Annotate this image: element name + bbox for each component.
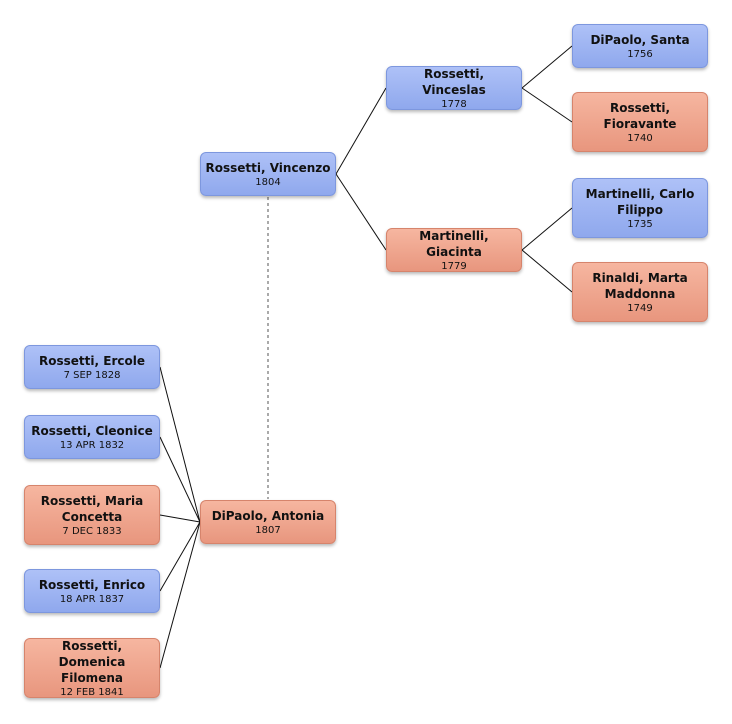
parent-link-line: [521, 207, 573, 251]
person-dipaolo-santa[interactable]: DiPaolo, Santa 1756: [572, 24, 708, 68]
person-name: Rossetti, Enrico: [38, 577, 146, 592]
person-name: Rossetti, Fioravante: [603, 100, 677, 131]
person-rossetti-fioravante[interactable]: Rossetti, Fioravante 1740: [572, 92, 708, 152]
person-date: 1735: [627, 218, 653, 230]
person-rossetti-ercole[interactable]: Rossetti, Ercole 7 SEP 1828: [24, 345, 160, 389]
person-date: 1749: [627, 302, 653, 314]
person-date: 1779: [441, 260, 467, 272]
person-rossetti-enrico[interactable]: Rossetti, Enrico 18 APR 1837: [24, 569, 160, 613]
person-date: 1804: [255, 176, 281, 188]
person-name: Martinelli, Giacinta: [419, 228, 489, 259]
person-date: 7 DEC 1833: [62, 525, 122, 537]
person-dipaolo-antonia[interactable]: DiPaolo, Antonia 1807: [200, 500, 336, 544]
person-name: Rossetti, Ercole: [39, 353, 145, 368]
child-link-line: [159, 436, 201, 523]
person-name: DiPaolo, Antonia: [211, 508, 325, 523]
child-link-line: [159, 366, 201, 523]
child-link-line: [159, 514, 201, 523]
child-link-line: [159, 521, 201, 669]
parent-link-line: [521, 249, 573, 293]
person-date: 1807: [255, 524, 281, 536]
person-name: Rossetti, Maria Concetta: [40, 493, 144, 524]
person-date: 12 FEB 1841: [60, 686, 124, 698]
person-martinelli-carlo-filippo[interactable]: Martinelli, Carlo Filippo 1735: [572, 178, 708, 238]
person-date: 1756: [627, 48, 653, 60]
person-name: Rossetti, Vinceslas: [422, 66, 486, 97]
person-date: 13 APR 1832: [59, 439, 125, 451]
person-name: Rossetti, Cleonice: [31, 423, 153, 438]
person-rossetti-vincenzo[interactable]: Rossetti, Vincenzo 1804: [200, 152, 336, 196]
person-rossetti-domenica-filomena[interactable]: Rossetti, Domenica Filomena 12 FEB 1841: [24, 638, 160, 698]
person-rossetti-cleonice[interactable]: Rossetti, Cleonice 13 APR 1832: [24, 415, 160, 459]
parent-link-line: [521, 45, 573, 89]
child-link-line: [159, 521, 201, 592]
person-martinelli-giacinta[interactable]: Martinelli, Giacinta 1779: [386, 228, 522, 272]
parent-link-line: [521, 87, 573, 123]
person-date: 7 SEP 1828: [63, 369, 121, 381]
person-name: Rossetti, Domenica Filomena: [58, 638, 126, 685]
person-date: 1778: [441, 98, 467, 110]
parent-link-line: [335, 87, 387, 175]
person-rossetti-maria-concetta[interactable]: Rossetti, Maria Concetta 7 DEC 1833: [24, 485, 160, 545]
person-rinaldi-marta-maddonna[interactable]: Rinaldi, Marta Maddonna 1749: [572, 262, 708, 322]
person-rossetti-vinceslas[interactable]: Rossetti, Vinceslas 1778: [386, 66, 522, 110]
person-name: Rossetti, Vincenzo: [205, 160, 331, 175]
person-date: 1740: [627, 132, 653, 144]
person-name: Rinaldi, Marta Maddonna: [592, 270, 688, 301]
person-date: 18 APR 1837: [59, 593, 125, 605]
person-name: DiPaolo, Santa: [590, 32, 690, 47]
parent-link-line: [335, 173, 387, 251]
person-name: Martinelli, Carlo Filippo: [585, 186, 695, 217]
